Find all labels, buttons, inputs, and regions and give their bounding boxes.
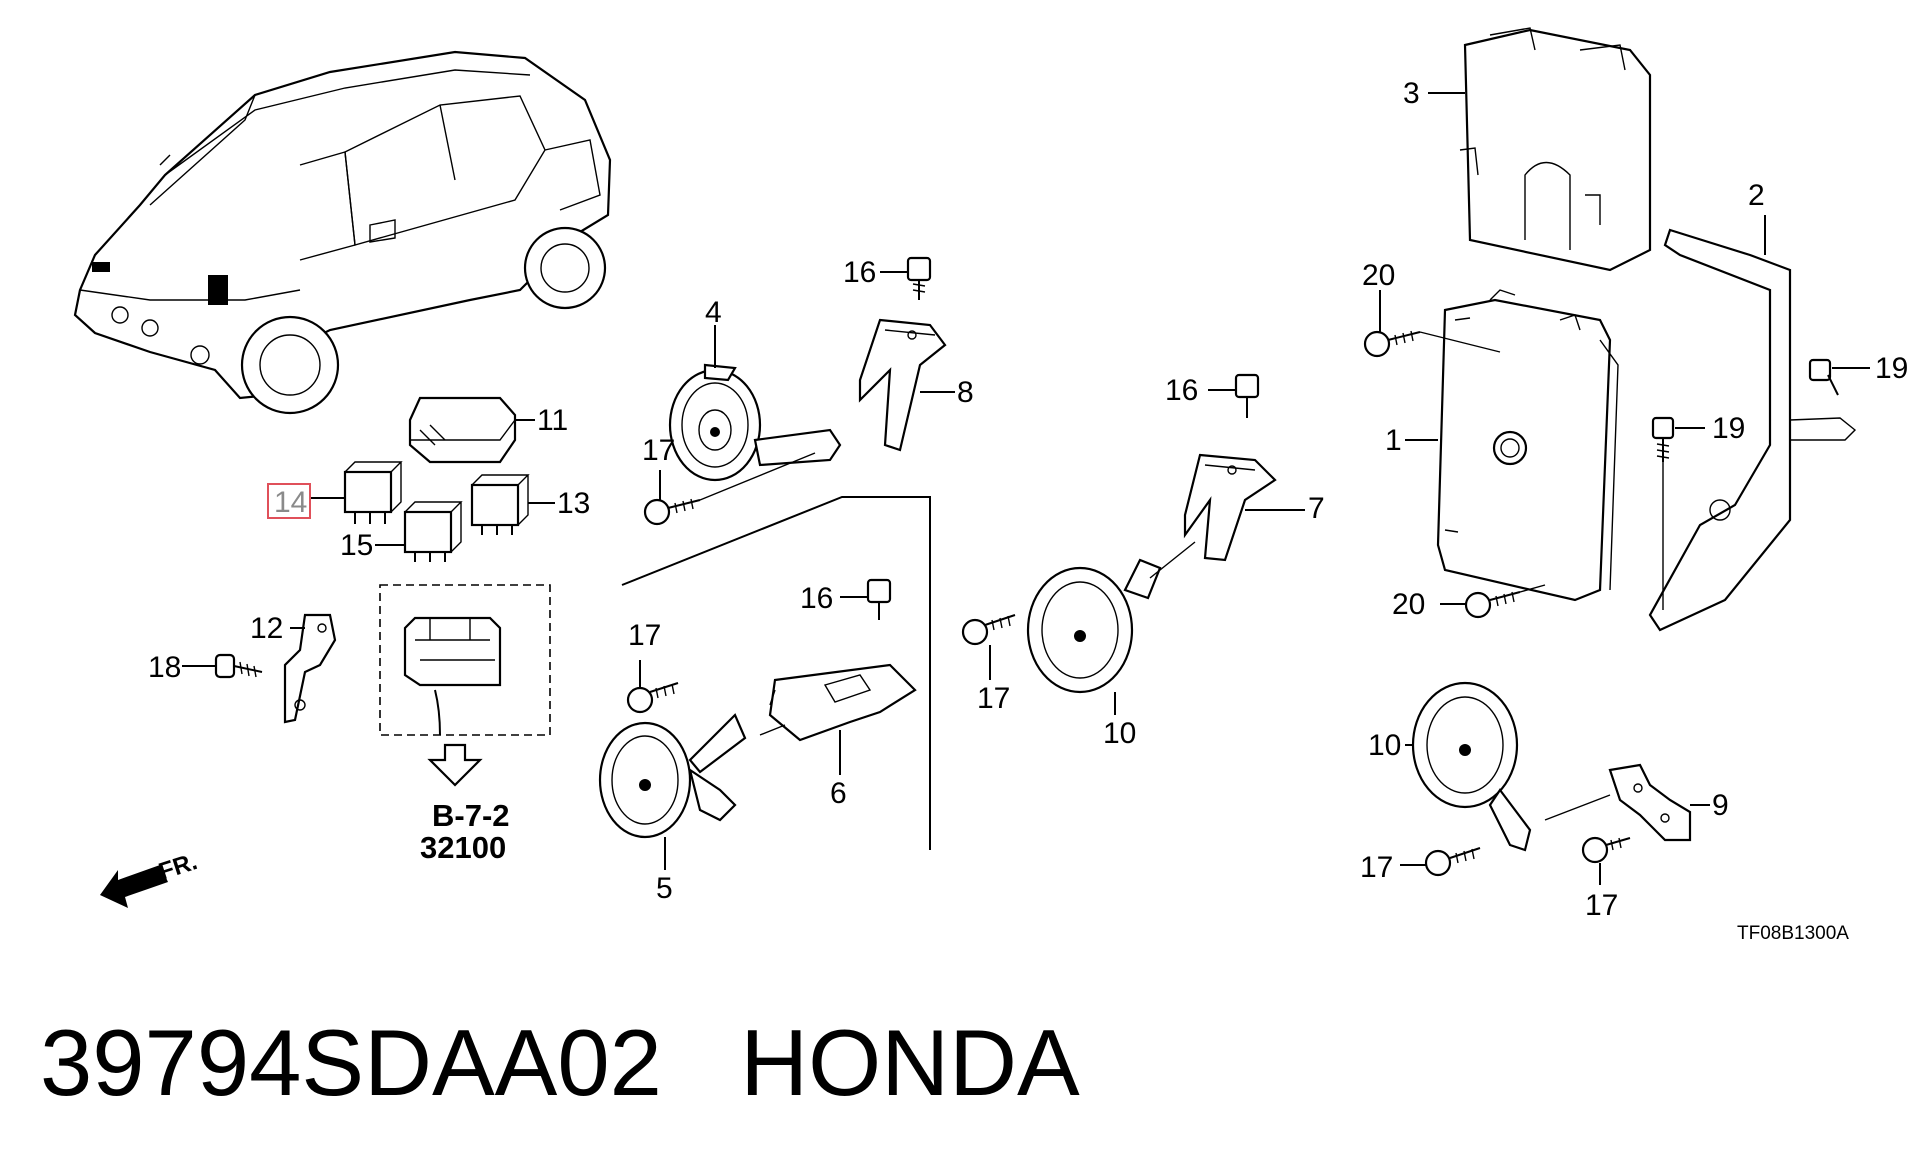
horn-4 [668, 325, 842, 482]
callout-17-right-a: 17 [1360, 851, 1393, 884]
callout-10-center: 10 [1103, 717, 1136, 750]
callout-20-upper: 20 [1362, 259, 1395, 292]
callout-14: 14 [274, 486, 307, 519]
callout-17-upper: 17 [642, 434, 675, 467]
callout-4: 4 [705, 296, 722, 329]
inset-outline [621, 496, 931, 850]
bolt-16-mid [1208, 373, 1260, 418]
drawing-code: TF08B1300A [1737, 923, 1849, 944]
callout-7: 7 [1308, 492, 1325, 525]
bolt-17-right-a [1400, 847, 1481, 877]
relay-15 [375, 501, 463, 562]
bracket-7 [1183, 453, 1305, 562]
bolt-17-upper [643, 452, 816, 526]
parts-diagram: 1 2 3 4 5 6 7 8 9 10 10 11 12 13 14 15 1… [73, 27, 1908, 944]
bracket-9 [1608, 763, 1710, 842]
horn-10-center [1026, 541, 1196, 715]
bolt-16-top [880, 256, 932, 300]
vehicle-illustration [73, 50, 612, 415]
bolt-19-right [1808, 358, 1870, 396]
callout-1: 1 [1385, 424, 1402, 457]
bolt-18 [182, 653, 263, 679]
part-number-caption: 39794SDAA02 HONDA [40, 1010, 1080, 1115]
callout-15: 15 [340, 529, 373, 562]
relay-13 [470, 474, 555, 535]
callout-16-inset: 16 [800, 582, 833, 615]
bracket-8 [858, 318, 955, 452]
callout-18: 18 [148, 651, 181, 684]
callout-16-mid: 16 [1165, 374, 1198, 407]
bolt-20-lower [1440, 584, 1546, 619]
horn-5 [598, 713, 747, 870]
bolt-17-mid [961, 614, 1016, 680]
relay-module-11 [408, 396, 535, 464]
relay-14 [310, 461, 403, 524]
horn-10-right [1405, 681, 1611, 852]
callout-19-right: 19 [1875, 352, 1908, 385]
callout-8: 8 [957, 376, 974, 409]
reference-part: 32100 [420, 830, 506, 865]
front-marker-label: FR. [156, 848, 201, 886]
callout-labels: 1 2 3 4 5 6 7 8 9 10 10 11 12 13 14 15 1… [148, 77, 1908, 944]
callout-17-right-b: 17 [1585, 889, 1618, 922]
bolt-16-inset [840, 578, 892, 620]
ecu-cover-3 [1428, 27, 1652, 272]
callout-9: 9 [1712, 789, 1729, 822]
bolt-17-right-b [1581, 836, 1631, 885]
callout-6: 6 [830, 777, 847, 810]
ecu-1 [1405, 289, 1619, 602]
bracket-12 [283, 613, 337, 724]
callout-12: 12 [250, 612, 283, 645]
callout-19-left: 19 [1712, 412, 1745, 445]
callout-2: 2 [1748, 179, 1765, 212]
callout-5: 5 [656, 872, 673, 905]
callout-3: 3 [1403, 77, 1420, 110]
callout-11: 11 [537, 404, 568, 437]
callout-14-highlight [267, 483, 311, 519]
fuse-box-reference [379, 584, 551, 787]
callout-20-lower: 20 [1392, 588, 1425, 621]
callout-13: 13 [557, 487, 590, 520]
front-direction-arrow [100, 865, 168, 908]
bracket-2 [1648, 215, 1857, 632]
callout-16-top: 16 [843, 256, 876, 289]
reference-section: B-7-2 [432, 798, 510, 833]
bolt-17-inset [626, 660, 679, 714]
callout-17-mid: 17 [977, 682, 1010, 715]
bolt-20-upper [1363, 290, 1501, 358]
callout-17-inset: 17 [628, 619, 661, 652]
callout-10-right: 10 [1368, 729, 1401, 762]
bracket-6 [759, 663, 917, 775]
bolt-19-left [1651, 416, 1705, 610]
